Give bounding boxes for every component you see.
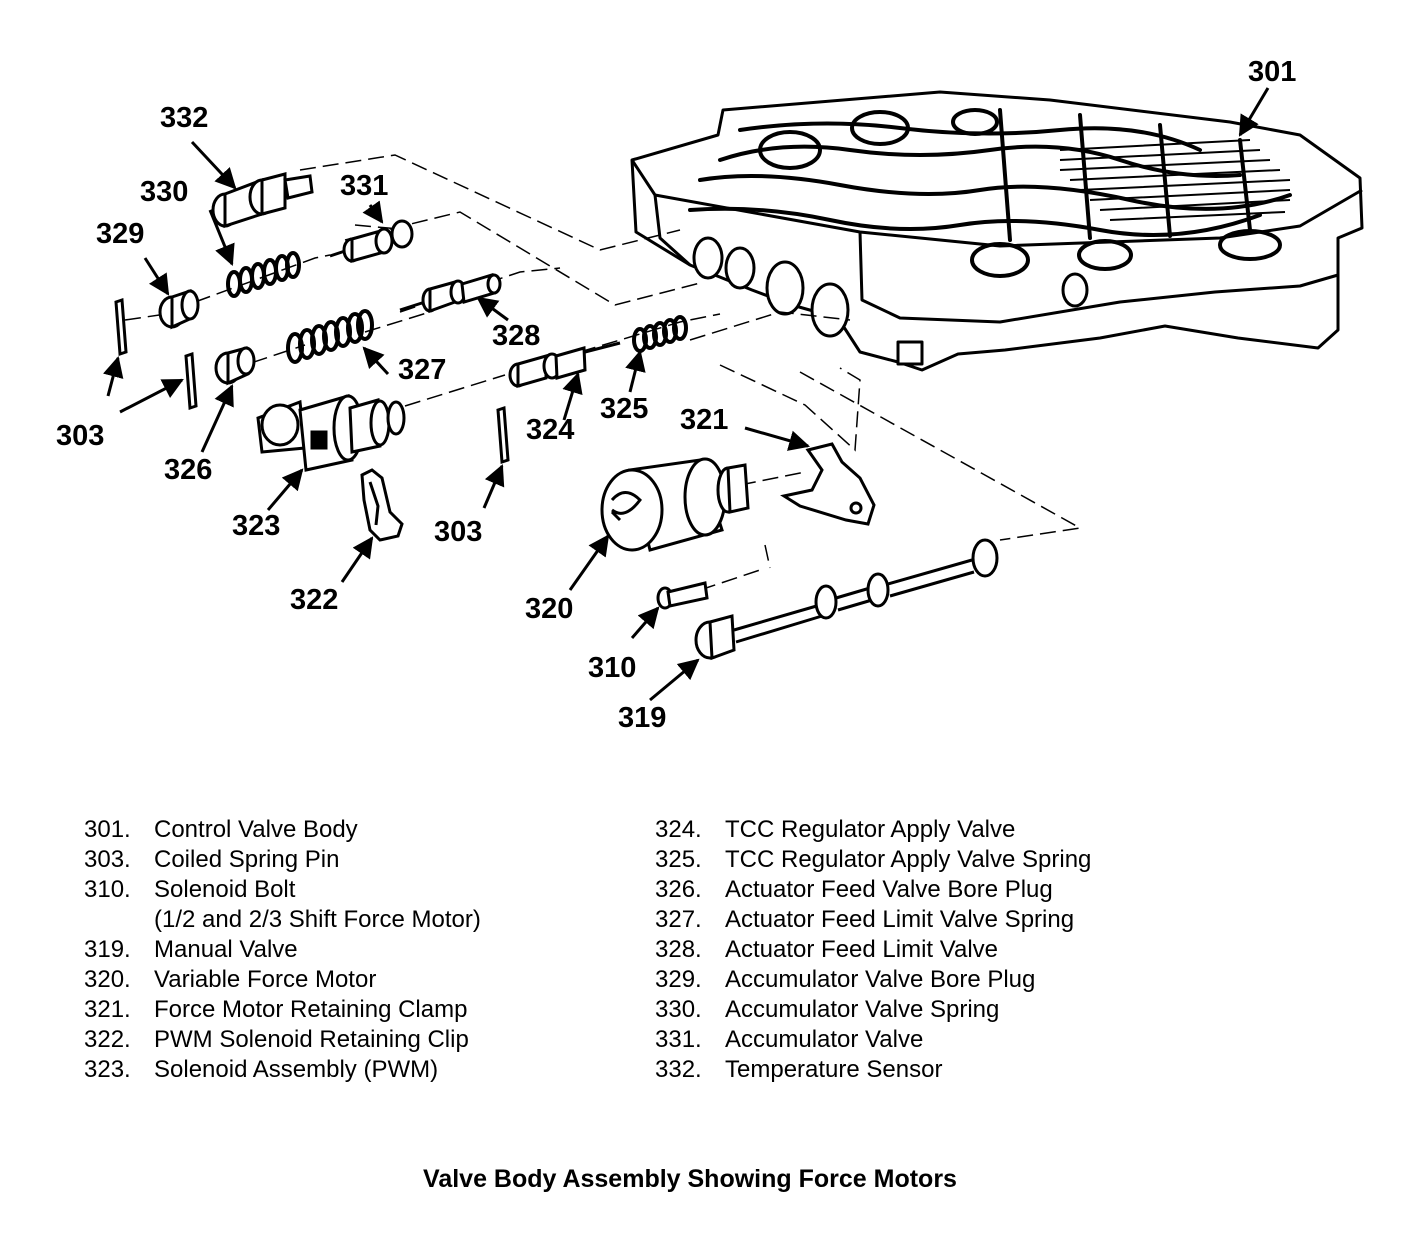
legend-item: 321. Force Motor Retaining Clamp bbox=[84, 995, 481, 1025]
legend-item: 327. Actuator Feed Limit Valve Spring bbox=[655, 905, 1091, 935]
valve-body-dark-area bbox=[1059, 139, 1291, 221]
legend-item: 310. Solenoid Bolt bbox=[84, 875, 481, 905]
callout-320: 320 bbox=[525, 593, 574, 625]
legend-number: 324. bbox=[655, 816, 702, 843]
legend-number: 322. bbox=[84, 1026, 131, 1053]
legend-label: Accumulator Valve Spring bbox=[725, 996, 1000, 1023]
legend-number: 319. bbox=[84, 936, 131, 963]
legend-number: 320. bbox=[84, 966, 131, 993]
manual-valve bbox=[694, 538, 999, 661]
callout-321: 321 bbox=[680, 404, 729, 436]
legend-item: 332. Temperature Sensor bbox=[655, 1055, 1091, 1085]
legend-label: Manual Valve bbox=[154, 936, 298, 963]
pwm-solenoid-assembly bbox=[256, 394, 406, 472]
callout-322: 322 bbox=[290, 584, 339, 616]
callout-327: 327 bbox=[398, 354, 447, 386]
legend-label: Control Valve Body bbox=[154, 816, 358, 843]
legend-label: Solenoid Bolt bbox=[154, 876, 296, 903]
accumulator-valve-bore-plug bbox=[158, 288, 200, 330]
solenoid-bolt bbox=[656, 581, 709, 610]
legend-label: Actuator Feed Limit Valve Spring bbox=[725, 906, 1075, 933]
legend-item: (1/2 and 2/3 Shift Force Motor) bbox=[84, 905, 481, 935]
legend-item: 320. Variable Force Motor bbox=[84, 965, 481, 995]
callout-329: 329 bbox=[96, 218, 145, 250]
legend-left-column: 301. Control Valve Body 303. Coiled Spring… bbox=[84, 815, 481, 1085]
legend-label: Accumulator Valve Bore Plug bbox=[725, 966, 1036, 993]
callout-330: 330 bbox=[140, 176, 189, 208]
legend-number: 325. bbox=[655, 846, 702, 873]
legend-item: 323. Solenoid Assembly (PWM) bbox=[84, 1055, 481, 1085]
callout-325: 325 bbox=[600, 393, 649, 425]
callout-303-left: 303 bbox=[56, 420, 105, 452]
callout-310: 310 bbox=[588, 652, 637, 684]
force-motor-retaining-clamp bbox=[780, 442, 876, 526]
legend-label: Solenoid Assembly (PWM) bbox=[154, 1056, 439, 1083]
legend-item: 326. Actuator Feed Valve Bore Plug bbox=[655, 875, 1091, 905]
legend-item: 328. Actuator Feed Limit Valve bbox=[655, 935, 1091, 965]
legend-right-column: 324. TCC Regulator Apply Valve 325. TCC Re… bbox=[655, 815, 1091, 1085]
callout-319: 319 bbox=[618, 702, 667, 734]
legend-number: 326. bbox=[655, 876, 702, 903]
actuator-feed-limit-valve bbox=[399, 273, 502, 314]
legend-label: (1/2 and 2/3 Shift Force Motor) bbox=[154, 906, 481, 933]
leader-arrows bbox=[103, 87, 1270, 702]
legend-label: Force Motor Retaining Clamp bbox=[154, 996, 468, 1023]
callout-331: 331 bbox=[340, 170, 389, 202]
callout-324: 324 bbox=[526, 414, 575, 446]
legend-item: 331. Accumulator Valve bbox=[655, 1025, 1091, 1055]
legend-item: 301. Control Valve Body bbox=[84, 815, 481, 845]
exploded-view-drawing bbox=[103, 87, 1364, 702]
legend-number: 332. bbox=[655, 1056, 702, 1083]
legend-label: Variable Force Motor bbox=[154, 966, 377, 993]
legend-number: 329. bbox=[655, 966, 702, 993]
legend-number: 330. bbox=[655, 996, 702, 1023]
callout-303-right: 303 bbox=[434, 516, 483, 548]
legend-label: Temperature Sensor bbox=[725, 1056, 943, 1083]
legend-number: 327. bbox=[655, 906, 702, 933]
accumulator-valve-spring bbox=[226, 251, 301, 298]
legend-label: TCC Regulator Apply Valve Spring bbox=[725, 846, 1092, 873]
callout-301: 301 bbox=[1248, 56, 1297, 88]
legend-number: 310. bbox=[84, 876, 131, 903]
tcc-regulator-apply-valve-spring bbox=[632, 315, 688, 353]
legend-item: 319. Manual Valve bbox=[84, 935, 481, 965]
actuator-feed-valve-bore-plug bbox=[214, 346, 256, 386]
accumulator-valve bbox=[329, 219, 414, 263]
pwm-solenoid-retaining-clip bbox=[360, 468, 404, 542]
callout-332: 332 bbox=[160, 102, 209, 134]
coiled-spring-pins bbox=[114, 297, 510, 465]
actuator-feed-limit-valve-spring bbox=[286, 309, 374, 364]
legend-label: TCC Regulator Apply Valve bbox=[725, 816, 1016, 843]
callout-328: 328 bbox=[492, 320, 541, 352]
legend-item: 330. Accumulator Valve Spring bbox=[655, 995, 1091, 1025]
legend-number: 321. bbox=[84, 996, 131, 1023]
figure-caption: Valve Body Assembly Showing Force Motors bbox=[423, 1165, 957, 1193]
legend-number: 331. bbox=[655, 1026, 702, 1053]
legend-number: 323. bbox=[84, 1056, 131, 1083]
legend-number: 328. bbox=[655, 936, 702, 963]
legend-item: 322. PWM Solenoid Retaining Clip bbox=[84, 1025, 481, 1055]
legend-item: 325. TCC Regulator Apply Valve Spring bbox=[655, 845, 1091, 875]
legend-item: 324. TCC Regulator Apply Valve bbox=[655, 815, 1091, 845]
legend-label: Actuator Feed Valve Bore Plug bbox=[725, 876, 1053, 903]
callout-326: 326 bbox=[164, 454, 213, 486]
variable-force-motor bbox=[600, 457, 750, 552]
legend-item: 329. Accumulator Valve Bore Plug bbox=[655, 965, 1091, 995]
legend-item: 303. Coiled Spring Pin bbox=[84, 845, 481, 875]
temperature-sensor bbox=[211, 172, 314, 229]
legend-number: 301. bbox=[84, 816, 131, 843]
legend-label: Accumulator Valve bbox=[725, 1026, 924, 1053]
legend-number: 303. bbox=[84, 846, 131, 873]
callout-323: 323 bbox=[232, 510, 281, 542]
legend-label: Actuator Feed Limit Valve bbox=[725, 936, 999, 963]
legend-number bbox=[84, 905, 154, 935]
tcc-regulator-apply-valve bbox=[508, 341, 621, 388]
legend-label: PWM Solenoid Retaining Clip bbox=[154, 1026, 469, 1053]
legend-label: Coiled Spring Pin bbox=[154, 846, 340, 873]
